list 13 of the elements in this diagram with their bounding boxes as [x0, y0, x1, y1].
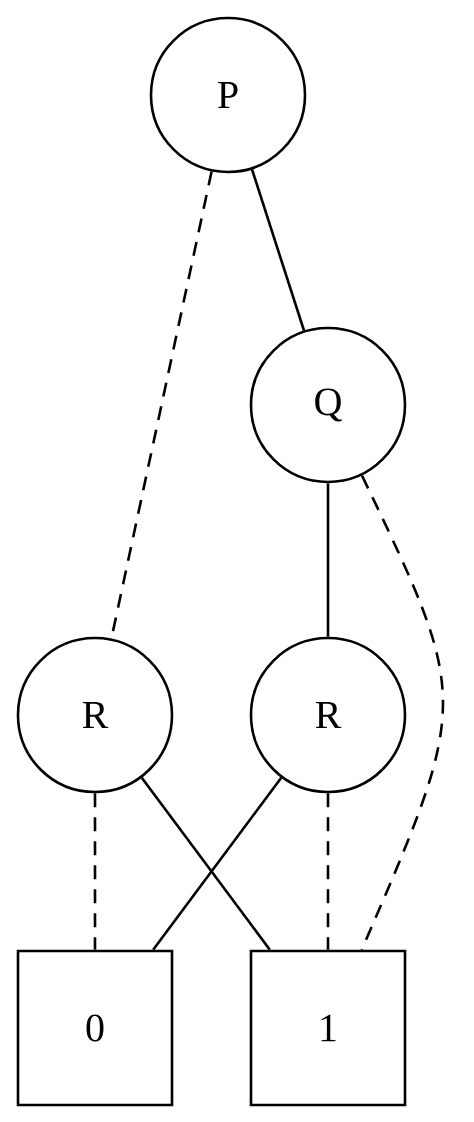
square-node: 1	[249, 949, 407, 1107]
connector-line	[326, 793, 330, 950]
circle-node: R	[249, 636, 407, 794]
connector-line	[326, 483, 330, 637]
connector-line	[140, 777, 271, 951]
connector-line	[152, 777, 283, 951]
connector-line	[360, 475, 445, 951]
circle-node: R	[16, 636, 174, 794]
connector-line	[250, 169, 306, 331]
square-node: 0	[16, 949, 174, 1107]
circle-node: Q	[249, 326, 407, 484]
circle-node: P	[149, 16, 307, 174]
connector-line	[93, 793, 97, 950]
